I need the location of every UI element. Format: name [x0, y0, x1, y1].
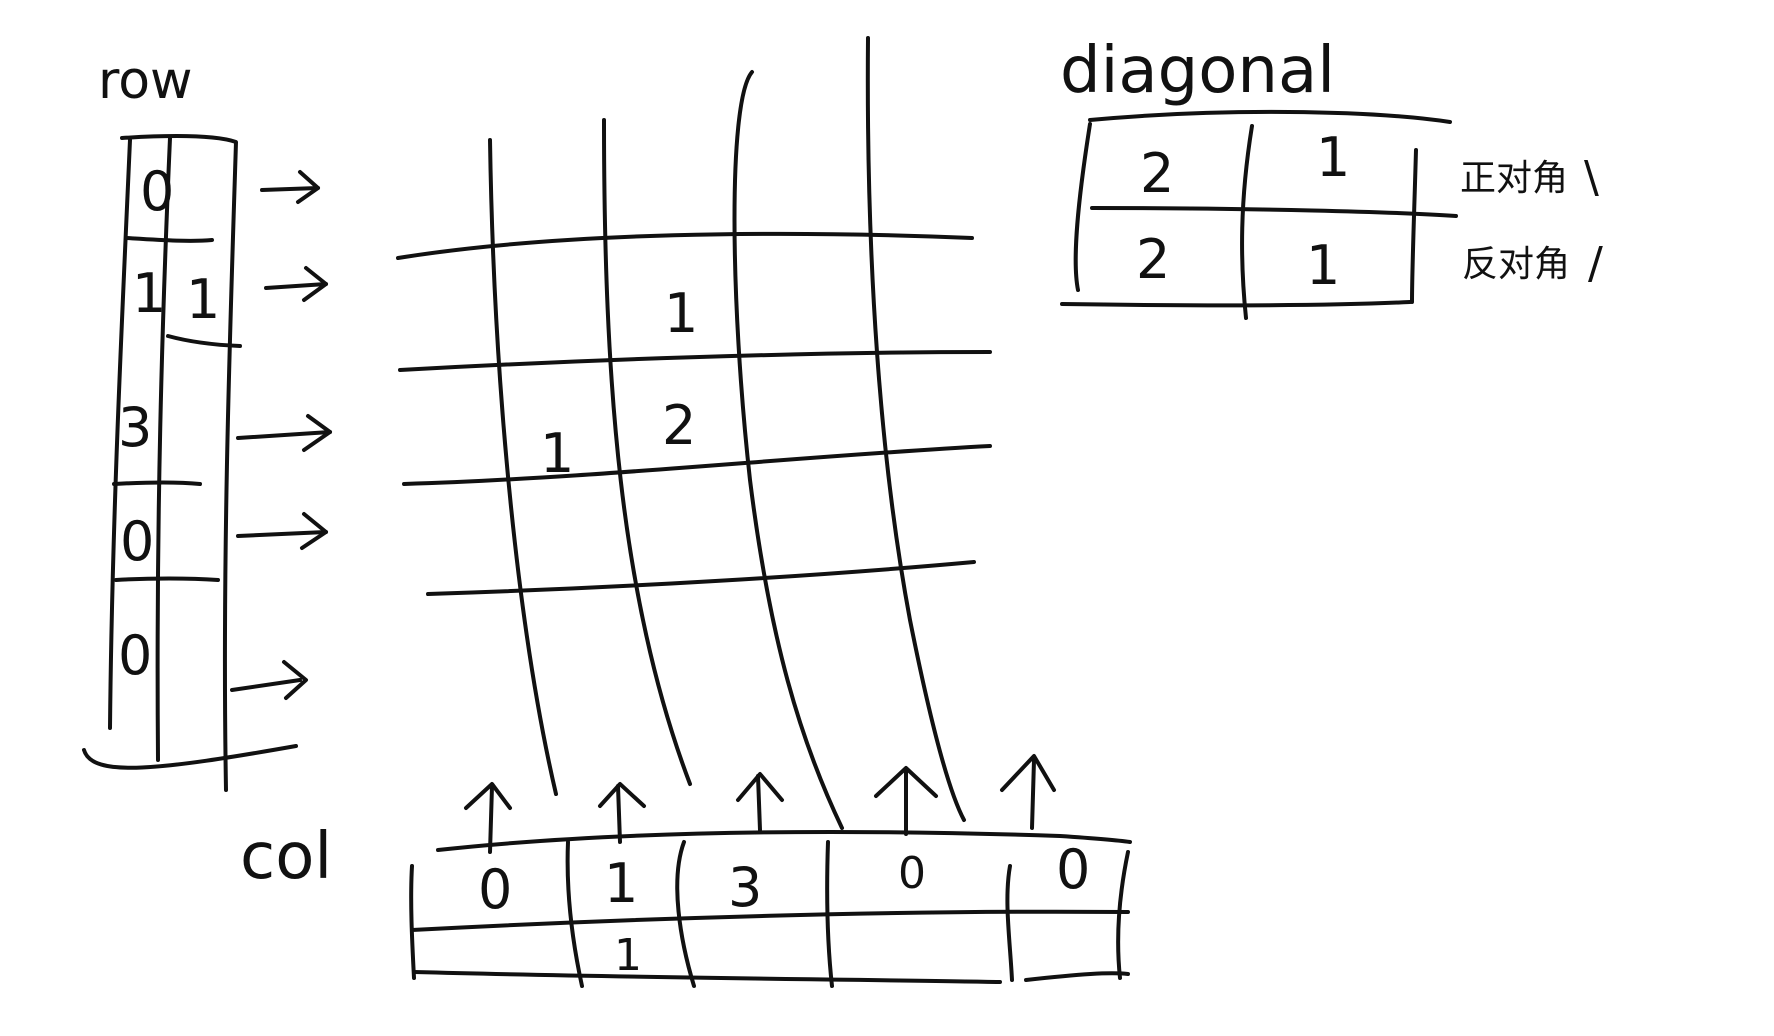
row-arrow-0	[260, 170, 320, 204]
diag-main-right: 1	[1316, 126, 1350, 189]
col-table: 0 1 3 0 0 1	[409, 754, 1132, 988]
row-count-3: 0	[120, 510, 154, 573]
row-arrow-1	[264, 266, 328, 302]
col-count-4: 0	[1056, 838, 1090, 901]
diag-main-symbol: \	[1584, 152, 1599, 203]
row-count-0: 0	[140, 160, 174, 223]
row-mark-1: 1	[186, 268, 220, 331]
col-arrow-4	[1000, 754, 1056, 830]
col-arrow-2	[736, 772, 784, 832]
diag-anti-label: 反对角	[1462, 244, 1570, 285]
col-arrow-3	[874, 766, 938, 836]
row-arrow-4	[230, 660, 308, 700]
grid-mark-r2-c1: 1	[540, 422, 574, 485]
col-count-2: 3	[728, 856, 762, 919]
row-count-1: 1	[132, 262, 166, 325]
diagonal-title: diagonal	[1060, 34, 1335, 108]
diagonal-table: 2 1 2 1 正对角 反对角 \ /	[1060, 109, 1603, 320]
diag-anti-symbol: /	[1588, 238, 1603, 289]
col-arrow-0	[464, 782, 512, 854]
col-count-1: 1	[604, 852, 638, 915]
diag-anti-right: 1	[1306, 234, 1340, 297]
col-mark-1: 1	[614, 930, 642, 981]
grid-mark-r1-c2: 1	[664, 282, 698, 345]
row-arrow-2	[236, 414, 332, 452]
col-title: col	[240, 820, 332, 894]
col-count-0: 0	[478, 858, 512, 921]
row-arrow-3	[236, 512, 328, 550]
diag-main-left: 2	[1140, 142, 1174, 205]
row-count-4: 0	[118, 624, 152, 687]
row-table: 0 1 3 0 0 1	[82, 134, 332, 792]
main-grid: 1 1 2	[396, 36, 992, 830]
col-count-3: 0	[898, 848, 926, 899]
col-arrow-1	[598, 782, 646, 844]
diag-main-label: 正对角	[1460, 158, 1568, 199]
row-count-2: 3	[118, 396, 152, 459]
row-title: row	[98, 51, 193, 111]
diag-anti-left: 2	[1136, 228, 1170, 291]
grid-mark-r2-c2: 2	[662, 394, 696, 457]
